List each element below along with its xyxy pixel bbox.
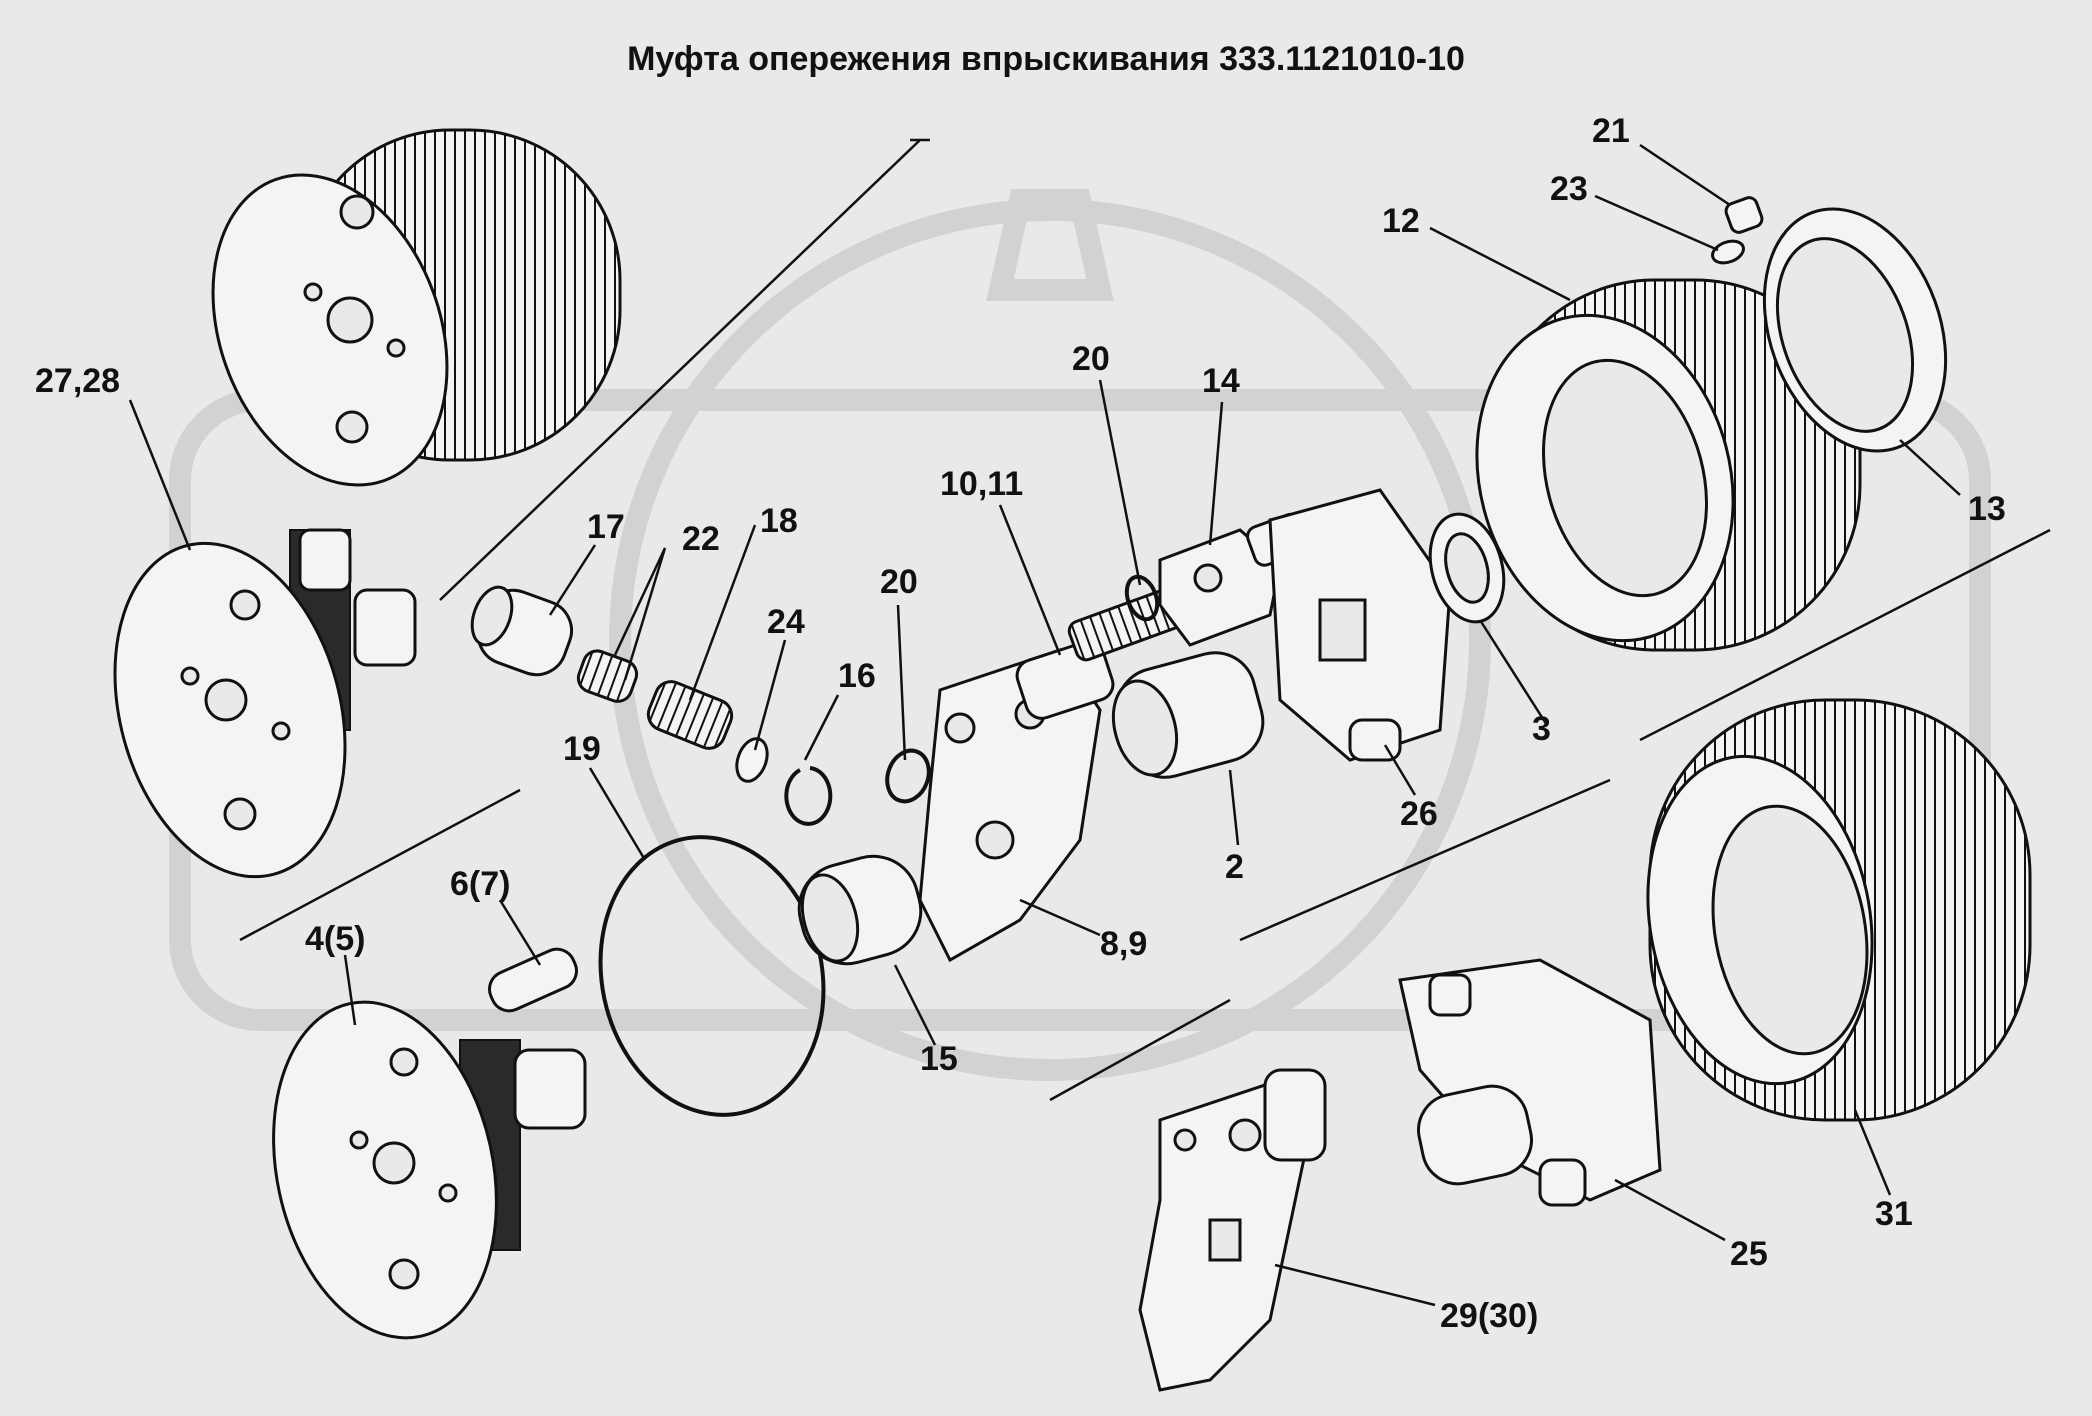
diagram-title: Муфта опережения впрыскивания 333.112101… xyxy=(627,40,1465,78)
seal-3 xyxy=(1428,512,1506,624)
callout-20-upper: 20 xyxy=(1072,340,1110,378)
callout-6-7: 6(7) xyxy=(450,865,511,903)
callout-4-5: 4(5) xyxy=(305,920,366,958)
ring-13 xyxy=(1762,207,1948,453)
callout-21: 21 xyxy=(1592,112,1630,150)
callout-18: 18 xyxy=(760,502,798,540)
callout-19: 19 xyxy=(563,730,601,768)
washer-20-upper xyxy=(1124,574,1160,622)
spring-18 xyxy=(646,680,734,750)
callout-25: 25 xyxy=(1730,1235,1768,1273)
callout-10-11: 10,11 xyxy=(940,465,1024,503)
callout-8-9: 8,9 xyxy=(1100,925,1148,963)
spring-22 xyxy=(576,649,639,703)
callout-27-28: 27,28 xyxy=(35,362,121,400)
bracket-lines xyxy=(239,138,2051,1102)
plug-21 xyxy=(1724,196,1764,234)
callout-29-30: 29(30) xyxy=(1440,1297,1539,1335)
callout-3: 3 xyxy=(1532,710,1551,748)
housing-31 xyxy=(1646,698,2032,1122)
weight-arm-8-9 xyxy=(918,640,1115,963)
callout-26: 26 xyxy=(1400,795,1438,833)
housing-12 xyxy=(1475,278,1862,652)
callout-23: 23 xyxy=(1550,170,1588,208)
bushing-2 xyxy=(1111,651,1265,779)
callout-31: 31 xyxy=(1875,1195,1913,1233)
circlip-16 xyxy=(784,766,833,826)
washer-24 xyxy=(735,737,769,783)
hub-26 xyxy=(1268,488,1452,762)
callout-12: 12 xyxy=(1382,202,1420,240)
sleeve-17 xyxy=(470,585,573,677)
callout-14: 14 xyxy=(1202,362,1240,400)
callout-17: 17 xyxy=(587,508,625,546)
washer-20-lower xyxy=(885,748,931,804)
flange-27-28 xyxy=(113,528,417,879)
hub-25 xyxy=(1398,958,1662,1207)
pin-6-7 xyxy=(488,947,578,1013)
bushing-15 xyxy=(797,854,923,966)
o-ring-19 xyxy=(598,835,826,1117)
callout-16: 16 xyxy=(838,657,876,695)
weight-arm-29-30 xyxy=(1138,1068,1327,1392)
leader-lines xyxy=(128,143,1961,1307)
callout-20-lower: 20 xyxy=(880,563,918,601)
callout-13: 13 xyxy=(1968,490,2006,528)
washer-23 xyxy=(1711,239,1745,265)
callout-22: 22 xyxy=(682,520,720,558)
callout-2: 2 xyxy=(1225,848,1244,886)
cover-drum-top-left xyxy=(211,128,622,487)
callout-15: 15 xyxy=(920,1040,958,1078)
flange-4-5 xyxy=(272,1000,587,1340)
callout-24: 24 xyxy=(767,603,805,641)
